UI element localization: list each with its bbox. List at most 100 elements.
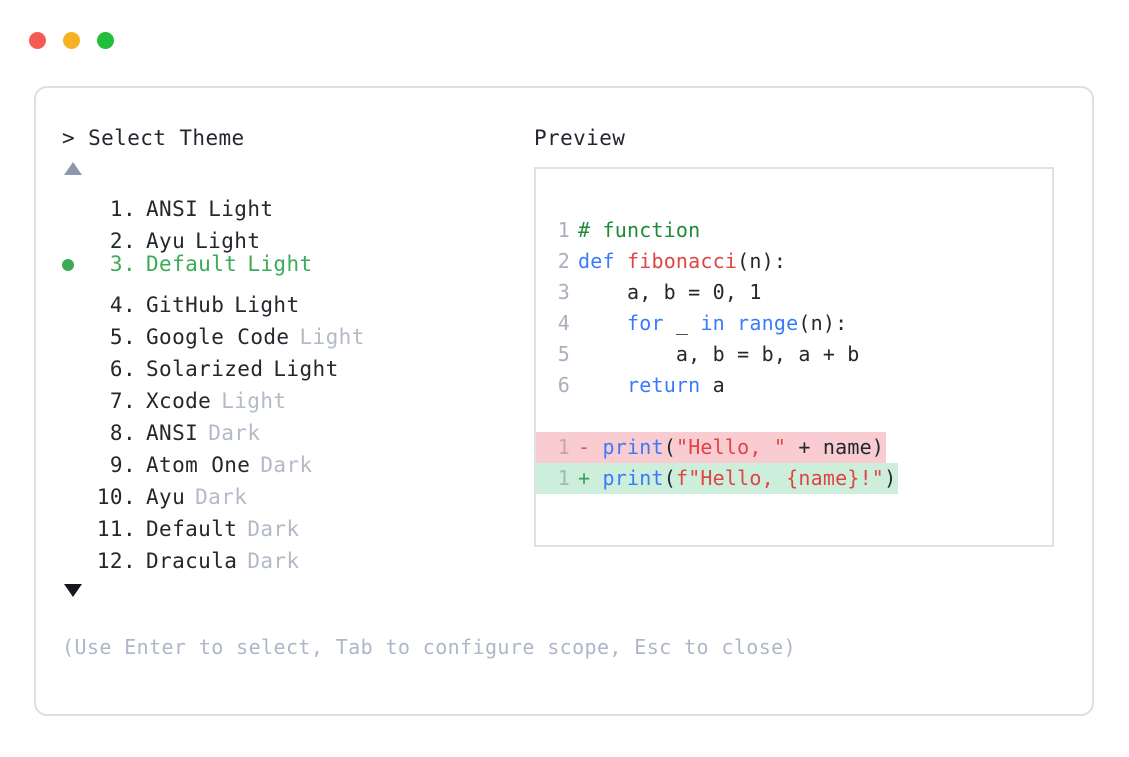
diff-line-text: print("Hello, " + name) (602, 432, 884, 463)
code-line-number: 2 (557, 249, 570, 273)
theme-item-number: 2. (96, 229, 136, 253)
diff-line-add: 1+ print(f"Hello, {name}!") (536, 463, 1052, 494)
theme-item-number: 5. (96, 325, 136, 349)
theme-item-number: 10. (96, 485, 136, 509)
theme-item-name: Ayu (146, 485, 186, 509)
preview-label: Preview (534, 126, 626, 150)
theme-item-number: 3. (96, 252, 136, 276)
code-token: ( (663, 466, 676, 490)
code-line-text: a, b = 0, 1 (578, 277, 762, 308)
close-button-icon[interactable] (29, 32, 46, 49)
code-line-number: 4 (557, 311, 570, 335)
theme-item-variant: Dark (247, 517, 300, 541)
code-token: + name) (786, 435, 885, 459)
theme-item-variant: Light (247, 252, 313, 276)
code-token: range (737, 311, 799, 335)
theme-item-number: 11. (96, 517, 136, 541)
selection-bullet-cell (62, 472, 90, 504)
theme-item-name: ANSI (146, 197, 199, 221)
help-hint-text: (Use Enter to select, Tab to configure s… (62, 635, 797, 659)
code-token: (n): (798, 311, 848, 335)
selection-bullet-cell (62, 280, 90, 312)
code-line: 1# function (536, 215, 1052, 246)
code-token: a, b = 0, 1 (578, 280, 762, 304)
selection-bullet-cell (62, 249, 90, 281)
theme-item-name: GitHub (146, 293, 225, 317)
minimize-button-icon[interactable] (63, 32, 80, 49)
theme-item-variant: Dark (247, 549, 300, 573)
theme-item-name: ANSI (146, 421, 199, 445)
code-line-number: 3 (557, 280, 570, 304)
theme-item-name: Default (146, 252, 238, 276)
code-line: 5 a, b = b, a + b (536, 339, 1052, 370)
code-token: "Hello, " (675, 435, 787, 459)
theme-item-name: Xcode (146, 389, 212, 413)
code-token: in (700, 311, 725, 335)
theme-item-variant: Dark (208, 421, 261, 445)
code-token: _ (663, 311, 701, 335)
selection-bullet-cell (62, 184, 90, 216)
theme-item-number: 1. (96, 197, 136, 221)
diff-line-number: 1 (557, 466, 570, 490)
code-token: for (626, 311, 664, 335)
code-line-number: 6 (557, 373, 570, 397)
code-line-text: return a (578, 370, 725, 401)
triangle-up-icon[interactable] (64, 162, 82, 175)
theme-item-name: Atom One (146, 453, 251, 477)
theme-list-item[interactable]: 5. Google Code Light (62, 312, 532, 349)
code-line: 3 a, b = 0, 1 (536, 277, 1052, 308)
code-line: 6 return a (536, 370, 1052, 401)
selection-bullet-cell (62, 376, 90, 408)
code-line-number: 5 (557, 342, 570, 366)
theme-item-variant: Dark (260, 453, 313, 477)
theme-item-number: 12. (96, 549, 136, 573)
code-token (578, 311, 627, 335)
code-line-text: for _ in range(n): (578, 308, 847, 339)
diff-line-highlight: 1+ print(f"Hello, {name}!") (536, 463, 899, 494)
diff-line-number: 1 (557, 435, 570, 459)
theme-item-variant: Light (299, 325, 365, 349)
code-token: a, b = b, a + b (578, 342, 860, 366)
triangle-down-icon[interactable] (64, 584, 82, 597)
theme-item-number: 7. (96, 389, 136, 413)
diff-line-del: 1- print("Hello, " + name) (536, 432, 1052, 463)
selection-bullet-cell (62, 536, 90, 568)
theme-list-item[interactable]: 10. Ayu Dark (62, 472, 532, 509)
selection-bullet-cell (62, 344, 90, 376)
maximize-button-icon[interactable] (97, 32, 114, 49)
theme-item-number: 6. (96, 357, 136, 381)
diff-block: 1- print("Hello, " + name)1+ print(f"Hel… (536, 432, 1052, 494)
code-token: return (626, 373, 701, 397)
code-token: def (578, 249, 627, 273)
diff-line-highlight: 1- print("Hello, " + name) (536, 432, 887, 463)
code-line: 4 for _ in range(n): (536, 308, 1052, 339)
theme-item-name: Ayu (146, 229, 186, 253)
selected-bullet-icon (62, 259, 74, 271)
theme-item-name: Google Code (146, 325, 290, 349)
selection-bullet-cell (62, 216, 90, 248)
theme-item-variant: Dark (195, 485, 248, 509)
code-token: (n): (737, 249, 787, 273)
code-token: ( (663, 435, 676, 459)
theme-item-variant: Light (234, 293, 300, 317)
code-token: a (700, 373, 725, 397)
theme-list-item[interactable]: 3. Default Light (62, 248, 532, 280)
code-token: ) (884, 466, 897, 490)
diff-sign: + (578, 466, 603, 490)
code-line-text: # function (578, 215, 700, 246)
